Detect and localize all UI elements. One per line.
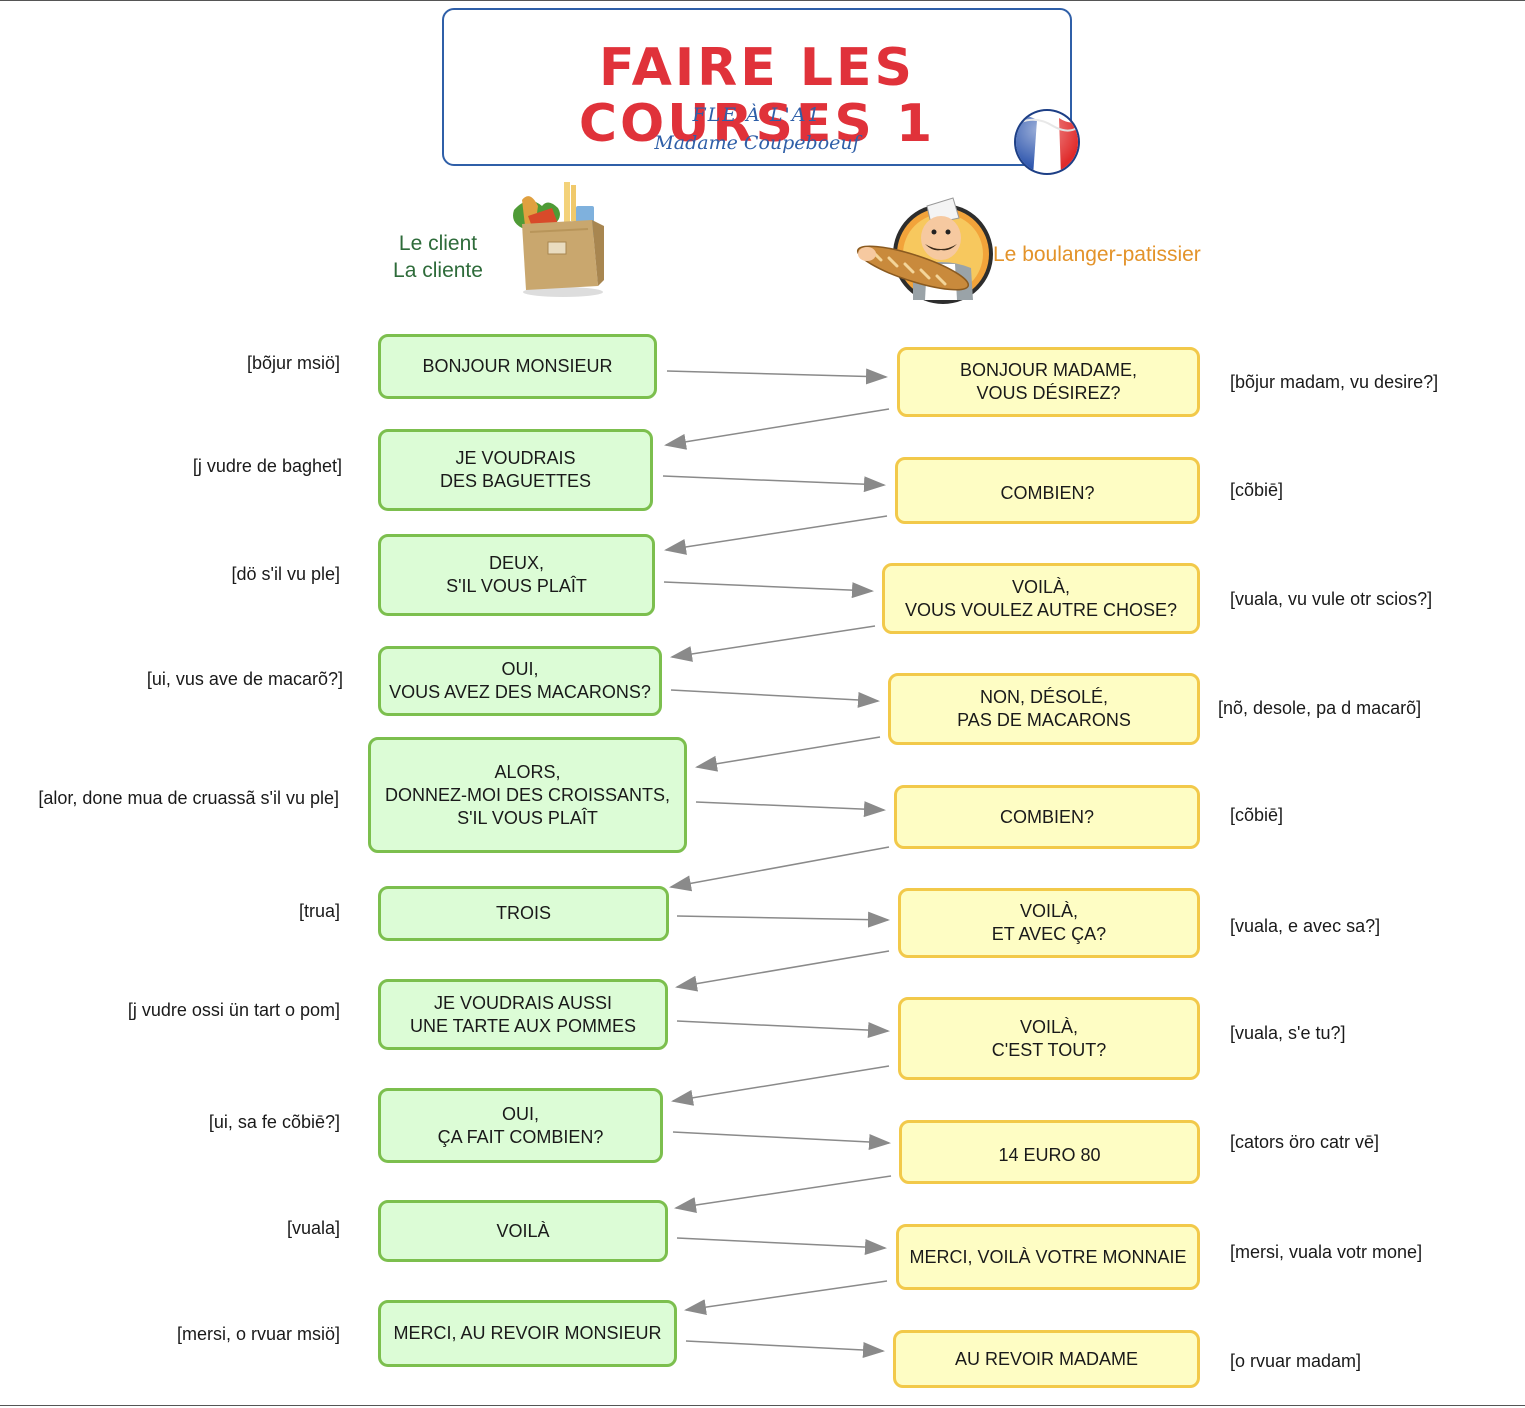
client-line-10: MERCI, AU REVOIR MONSIEUR bbox=[378, 1300, 677, 1367]
client-line-7: JE VOUDRAIS AUSSI UNE TARTE AUX POMMES bbox=[378, 979, 668, 1050]
arrow-client-to-baker-3 bbox=[663, 581, 874, 599]
client-phonetic-2: [j vudre de baghet] bbox=[192, 456, 342, 476]
client-phonetic-9: [vuala] bbox=[286, 1218, 340, 1238]
client-phonetic-1: [bõjur msiö] bbox=[246, 353, 340, 373]
arrow-client-to-baker-1 bbox=[666, 368, 888, 385]
client-phonetic-10: [mersi, o rvuar msiö] bbox=[176, 1324, 340, 1344]
client-line-8: OUI, ÇA FAIT COMBIEN? bbox=[378, 1088, 663, 1163]
baker-line-1: BONJOUR MADAME, VOUS DÉSIREZ? bbox=[897, 347, 1200, 417]
baker-phonetic-2: [cõbiē] bbox=[1230, 480, 1284, 500]
baker-line-7: VOILÀ, C'EST TOUT? bbox=[898, 997, 1200, 1080]
page-top-border bbox=[0, 0, 1525, 1]
arrow-baker-to-client-9 bbox=[684, 1280, 888, 1316]
arrow-baker-to-client-3 bbox=[670, 625, 876, 662]
baker-phonetic-8: [cators öro catr vē] bbox=[1230, 1132, 1380, 1152]
baker-line-8: 14 EURO 80 bbox=[899, 1120, 1200, 1184]
arrow-baker-to-client-7 bbox=[671, 1065, 890, 1106]
arrow-baker-to-client-4 bbox=[695, 736, 881, 772]
client-line-6: TROIS bbox=[378, 886, 669, 941]
baker-line-4: NON, DÉSOLÉ, PAS DE MACARONS bbox=[888, 673, 1200, 745]
french-flag-icon bbox=[1014, 109, 1080, 175]
arrow-client-to-baker-10 bbox=[685, 1340, 885, 1358]
baker-line-5: COMBIEN? bbox=[894, 785, 1200, 849]
baker-phonetic-10: [o rvuar madam] bbox=[1230, 1351, 1362, 1371]
client-role-label: Le client La cliente bbox=[378, 230, 498, 284]
client-line-9: VOILÀ bbox=[378, 1200, 668, 1262]
arrow-client-to-baker-8 bbox=[672, 1131, 891, 1150]
arrow-baker-to-client-6 bbox=[675, 950, 890, 992]
baker-phonetic-6: [vuala, e avec sa?] bbox=[1230, 916, 1381, 936]
grocery-bag-icon bbox=[513, 182, 604, 297]
client-line-1: BONJOUR MONSIEUR bbox=[378, 334, 657, 399]
baker-role-label: Le boulanger-patissier bbox=[993, 243, 1201, 266]
client-line-4: OUI, VOUS AVEZ DES MACARONS? bbox=[378, 646, 662, 716]
baker-phonetic-4: [nõ, desole, pa d macarõ] bbox=[1218, 698, 1422, 718]
client-phonetic-4: [ui, vus ave de macarõ?] bbox=[146, 669, 343, 689]
page-author: Madame Coupeboeuf bbox=[654, 132, 860, 154]
arrow-baker-to-client-1 bbox=[664, 408, 890, 450]
arrow-client-to-baker-6 bbox=[676, 911, 890, 928]
client-phonetic-6: [trua] bbox=[298, 901, 340, 921]
client-line-2: JE VOUDRAIS DES BAGUETTES bbox=[378, 429, 653, 511]
baker-phonetic-1: [bõjur madam, vu desire?] bbox=[1230, 372, 1439, 392]
baker-with-bread-icon bbox=[856, 197, 993, 304]
arrow-baker-to-client-8 bbox=[674, 1175, 892, 1213]
baker-phonetic-3: [vuala, vu vule otr scios?] bbox=[1230, 589, 1433, 609]
client-phonetic-3: [dö s'il vu ple] bbox=[231, 564, 341, 584]
client-phonetic-8: [ui, sa fe cõbiē?] bbox=[208, 1112, 340, 1132]
baker-line-3: VOILÀ, VOUS VOULEZ AUTRE CHOSE? bbox=[882, 563, 1200, 634]
arrow-baker-to-client-2 bbox=[664, 515, 888, 555]
baker-line-9: MERCI, VOILÀ VOTRE MONNAIE bbox=[896, 1224, 1200, 1290]
baker-line-2: COMBIEN? bbox=[895, 457, 1200, 524]
client-role-line1: Le client bbox=[398, 232, 478, 255]
arrow-baker-to-client-5 bbox=[669, 846, 890, 892]
page-subtitle: FLE À L'A1 bbox=[692, 104, 822, 126]
baker-phonetic-7: [vuala, s'e tu?] bbox=[1230, 1023, 1346, 1043]
client-line-3: DEUX, S'IL VOUS PLAÎT bbox=[378, 534, 655, 616]
baker-line-6: VOILÀ, ET AVEC ÇA? bbox=[898, 888, 1200, 958]
client-role-line2: La cliente bbox=[393, 259, 483, 282]
baker-phonetic-5: [cõbiē] bbox=[1230, 805, 1284, 825]
baker-phonetic-9: [mersi, vuala votr mone] bbox=[1230, 1242, 1423, 1262]
baker-line-10: AU REVOIR MADAME bbox=[893, 1330, 1200, 1388]
arrow-client-to-baker-2 bbox=[662, 475, 886, 493]
client-phonetic-7: [j vudre ossi ün tart o pom] bbox=[127, 1000, 340, 1020]
arrow-client-to-baker-4 bbox=[670, 689, 880, 708]
page-title: FAIRE LES COURSES 1 bbox=[578, 38, 936, 154]
client-line-5: ALORS, DONNEZ-MOI DES CROISSANTS, S'IL V… bbox=[368, 737, 687, 853]
title-box: FAIRE LES COURSES 1 FLE À L'A1 Madame Co… bbox=[442, 8, 1072, 166]
client-phonetic-5: [alor, done mua de cruassã s'il vu ple] bbox=[38, 788, 339, 808]
page-bottom-border bbox=[0, 1405, 1525, 1406]
arrow-client-to-baker-9 bbox=[676, 1237, 887, 1256]
arrow-client-to-baker-7 bbox=[676, 1020, 890, 1039]
arrow-client-to-baker-5 bbox=[695, 801, 886, 818]
